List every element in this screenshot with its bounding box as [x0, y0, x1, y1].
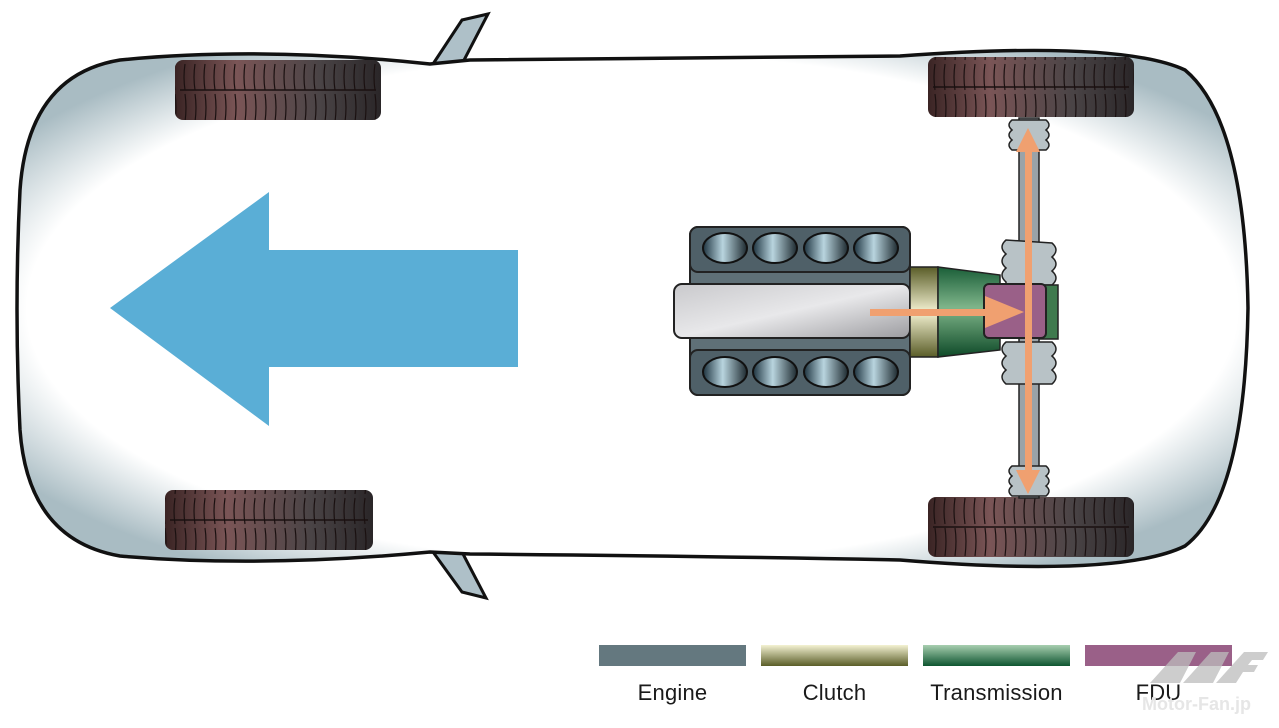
engine [673, 226, 911, 396]
legend-label-transmission: Transmission [930, 680, 1063, 705]
legend-swatch-clutch [761, 645, 908, 666]
car-body [15, 48, 1250, 569]
legend-swatch-transmission [923, 645, 1070, 666]
legend-swatch-engine [599, 645, 746, 666]
tire-front-left [175, 60, 381, 120]
legend-item-clutch: Clutch [761, 645, 908, 706]
legend-label-clutch: Clutch [802, 680, 867, 705]
legend-item-fdu: FDU [1085, 645, 1232, 706]
direction-of-travel-arrow [110, 192, 518, 426]
mirror-bottom [430, 550, 489, 601]
legend-swatch-fdu [1085, 645, 1232, 666]
tire-front-right [165, 490, 373, 550]
mirror-top [430, 11, 491, 66]
watermark-text: Motor-Fan.jp [1142, 694, 1251, 714]
watermark-logo [1150, 652, 1268, 683]
legend-label-fdu: FDU [1135, 680, 1182, 705]
tire-rear-left [928, 57, 1134, 117]
legend-item-transmission: Transmission [923, 645, 1070, 706]
legend-item-engine: Engine [599, 645, 746, 706]
engine-cylinders [702, 232, 899, 388]
power-flow-arrows [870, 128, 1040, 494]
legend-label-engine: Engine [637, 680, 708, 705]
tire-rear-right [928, 497, 1134, 557]
